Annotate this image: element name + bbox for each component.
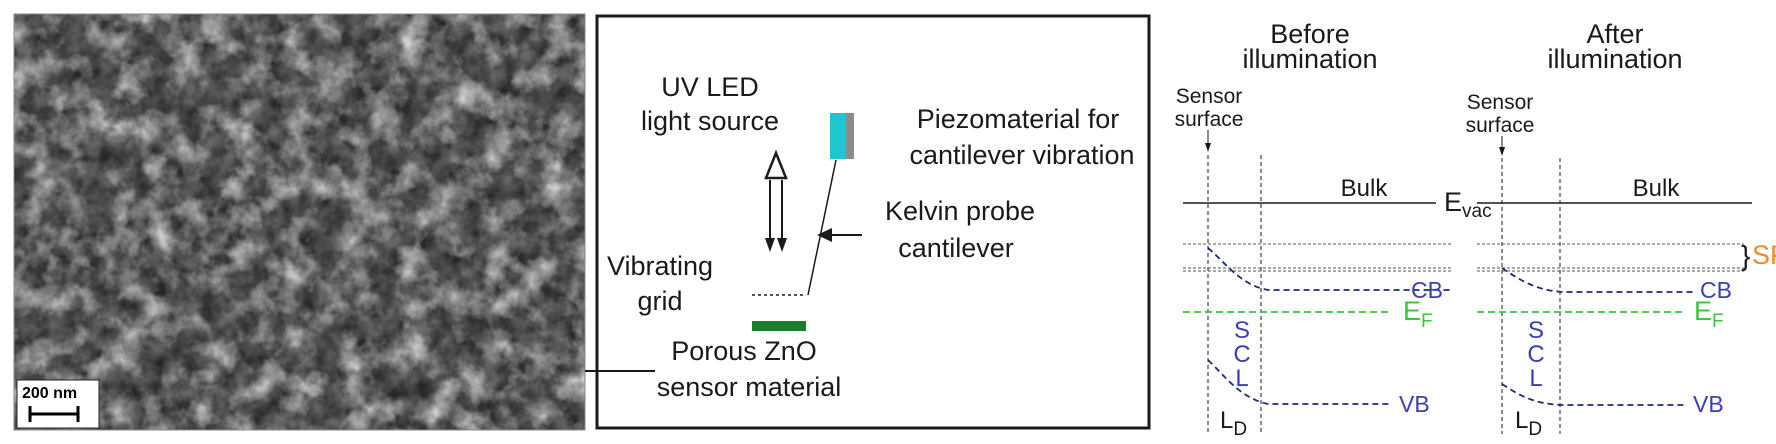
after-scl-c: C — [1527, 341, 1544, 368]
uv-led-label-line1: UV LED — [661, 72, 759, 102]
before-vb-line — [1207, 359, 1389, 405]
setup-panel-frame — [595, 14, 1151, 430]
before-scl-l: L — [1235, 365, 1248, 392]
kelvin-label-line1: Kelvin probe — [885, 196, 1035, 226]
before-surface-label-line2: surface — [1175, 108, 1244, 131]
before-ef-label: EF — [1403, 296, 1433, 332]
spv-brace: } — [1741, 240, 1750, 271]
after-cb-label: CB — [1700, 277, 1732, 303]
after-scl-l: L — [1529, 365, 1542, 392]
before-scl-s: S — [1234, 317, 1250, 344]
before-vb-label: VB — [1399, 391, 1430, 417]
after-ef-label: EF — [1694, 296, 1724, 332]
zno-sample — [752, 321, 806, 331]
before-title-line2: illumination — [1242, 44, 1377, 74]
before-cb-label: CB — [1411, 277, 1443, 303]
scale-bar-label: 200 nm — [22, 385, 77, 402]
after-title-line1: After — [1586, 19, 1643, 49]
after-surface-label-line1: Sensor — [1467, 91, 1534, 114]
sample-label-line1: Porous ZnO — [671, 336, 817, 366]
uv-arrow-head-up — [764, 149, 788, 180]
before-surface-label-line1: Sensor — [1176, 85, 1243, 108]
after-vb-line — [1501, 383, 1685, 406]
piezo-block-cyan — [830, 113, 846, 159]
grid-label-line2: grid — [637, 286, 682, 316]
before-scl-c: C — [1233, 341, 1250, 368]
uv-arrow-head-right — [777, 238, 787, 252]
before-cb-line — [1207, 247, 1451, 291]
kelvin-label-line2: cantilever — [898, 233, 1014, 263]
piezo-label-line1: Piezomaterial for — [917, 104, 1120, 134]
sample-label-line2: sensor material — [657, 372, 842, 402]
before-bulk-label: Bulk — [1341, 175, 1389, 202]
after-cb-line — [1501, 267, 1695, 293]
after-bulk-label: Bulk — [1633, 175, 1681, 202]
uv-arrow-head-left — [765, 238, 775, 252]
spv-label: SPV — [1752, 240, 1776, 270]
after-title-line2: illumination — [1547, 44, 1682, 74]
after-scl-s: S — [1528, 317, 1544, 344]
after-ld-label: LD — [1515, 407, 1542, 440]
after-vb-label: VB — [1693, 391, 1724, 417]
uv-led-label-line2: light source — [641, 106, 779, 136]
piezo-label-line2: cantilever vibration — [909, 140, 1134, 170]
after-surface-label-line2: surface — [1466, 114, 1535, 137]
piezo-block-gray — [846, 113, 854, 159]
kelvin-probe-cantilever — [807, 159, 837, 296]
before-title-line1: Before — [1270, 19, 1350, 49]
kelvin-pointer-arrowhead — [817, 228, 832, 242]
before-ld-label: LD — [1220, 407, 1247, 440]
grid-label-line1: Vibrating — [607, 251, 713, 281]
before-evac-label: Evac — [1444, 187, 1492, 222]
